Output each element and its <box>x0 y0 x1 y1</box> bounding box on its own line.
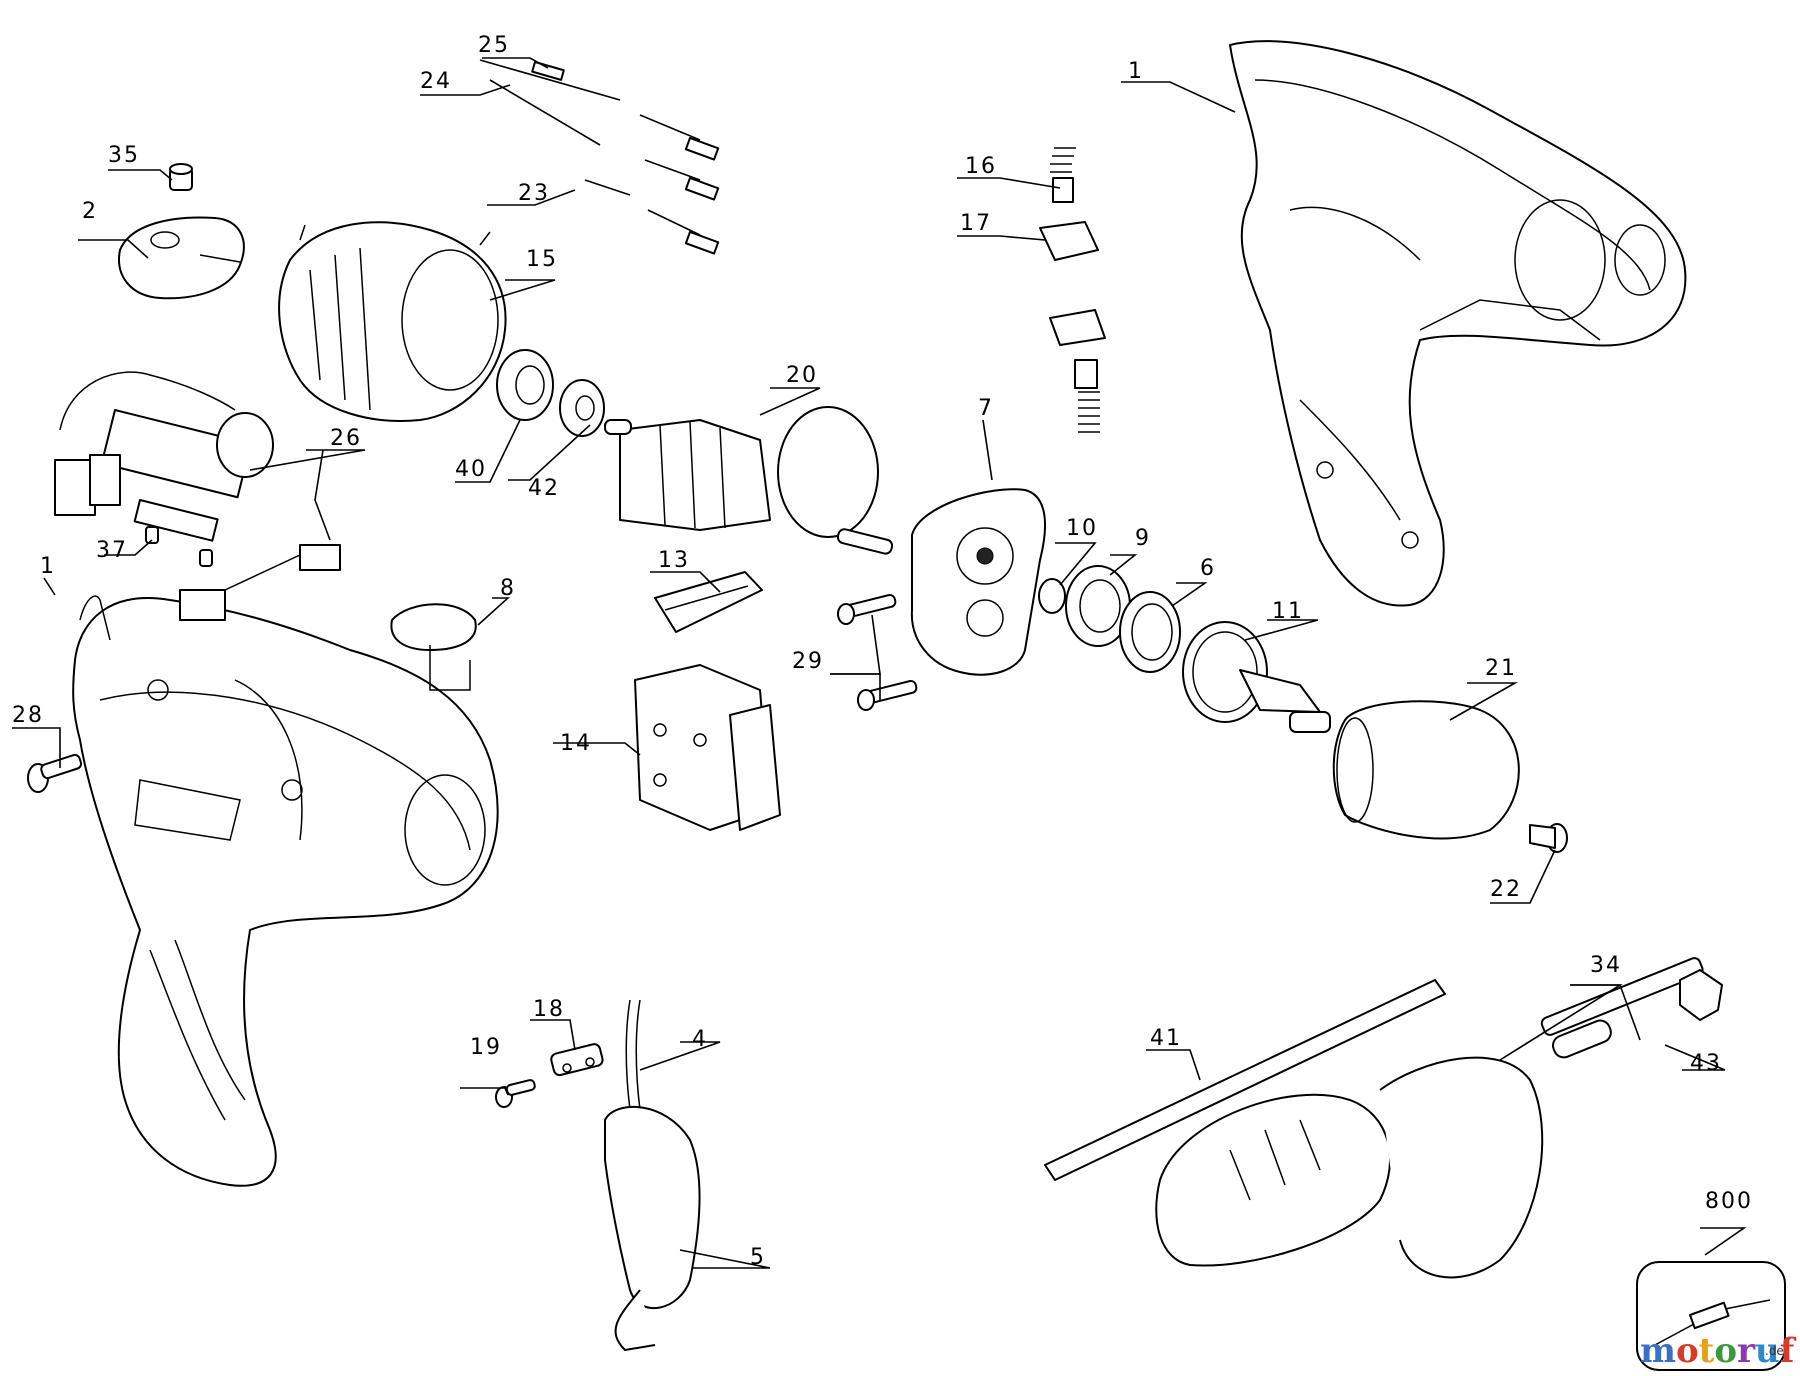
label-2: 2 <box>82 199 98 224</box>
label-13: 13 <box>658 548 690 573</box>
part-41-depth-rod <box>1044 979 1446 1181</box>
part-22-chuck-key <box>1529 823 1568 853</box>
label-1: 1 <box>40 554 56 579</box>
label-25: 25 <box>478 33 510 58</box>
part-37-screw <box>145 526 213 567</box>
part-26-electronics <box>54 371 341 621</box>
label-11: 11 <box>1272 599 1304 624</box>
leader-lines <box>12 57 1747 1269</box>
label-34: 34 <box>1590 953 1622 978</box>
label-26: 26 <box>330 426 362 451</box>
label-4: 4 <box>692 1027 708 1052</box>
part-4-power-cord <box>625 999 641 1111</box>
label-20: 20 <box>786 363 818 388</box>
label-1: 1 <box>1128 59 1144 84</box>
part-7-gear-plate <box>910 488 1046 676</box>
label-23: 23 <box>518 181 550 206</box>
part-29-screws <box>837 593 918 711</box>
label-21: 21 <box>1485 656 1517 681</box>
label-9: 9 <box>1135 526 1151 551</box>
part-15-stator <box>278 221 507 422</box>
part-35-knob <box>169 163 193 191</box>
label-5: 5 <box>750 1245 766 1270</box>
part-42-washer <box>559 379 605 437</box>
label-18: 18 <box>533 997 565 1022</box>
part-34-side-handle <box>1155 1056 1544 1279</box>
label-17: 17 <box>960 211 992 236</box>
label-37: 37 <box>96 538 128 563</box>
part-11-spindle-gear <box>1182 621 1331 733</box>
part-14-switch <box>634 664 781 831</box>
part-6-gasket <box>1119 591 1181 673</box>
label-41: 41 <box>1150 1026 1182 1051</box>
part-19-screw <box>495 1079 536 1108</box>
logo-text: motoruf <box>1640 1331 1797 1371</box>
part-10-ring <box>1038 578 1066 614</box>
label-16: 16 <box>965 154 997 179</box>
part-number-labels: 1 1 2 4 5 6 7 8 9 10 11 13 14 15 16 17 1… <box>12 33 1753 1270</box>
label-28: 28 <box>12 703 44 728</box>
part-43-bolt <box>1540 957 1723 1059</box>
part-21-chuck <box>1332 700 1520 840</box>
label-6: 6 <box>1200 556 1216 581</box>
part-40-bearing <box>496 349 554 421</box>
label-8: 8 <box>500 576 516 601</box>
label-29: 29 <box>792 649 824 674</box>
label-800: 800 <box>1705 1189 1753 1214</box>
label-10: 10 <box>1066 516 1098 541</box>
part-18-cord-clamp <box>550 1043 604 1077</box>
part-8-selector <box>390 603 477 691</box>
label-19: 19 <box>470 1035 502 1060</box>
motoruf-logo: motoruf .de <box>1640 1331 1797 1371</box>
part-13-trigger-lock <box>654 571 763 633</box>
part-17-brush-holder <box>1039 221 1106 433</box>
parts-23-25-wires <box>479 59 720 255</box>
label-35: 35 <box>108 143 140 168</box>
housing-half-left <box>72 595 499 1187</box>
label-42: 42 <box>528 476 560 501</box>
label-40: 40 <box>455 457 487 482</box>
part-800-kit <box>1636 1261 1786 1371</box>
label-7: 7 <box>978 396 994 421</box>
label-22: 22 <box>1490 877 1522 902</box>
part-28-screw <box>27 753 83 793</box>
part-20-armature <box>604 406 894 555</box>
label-15: 15 <box>526 247 558 272</box>
part-5-cord-protector <box>604 1106 701 1351</box>
label-43: 43 <box>1690 1051 1722 1076</box>
part-9-ring <box>1065 565 1131 647</box>
logo-suffix: .de <box>1765 1344 1784 1358</box>
part-16-brush <box>1050 147 1076 203</box>
label-24: 24 <box>420 69 452 94</box>
part-2-cap <box>118 216 245 300</box>
housing-half-right <box>1229 40 1687 607</box>
label-14: 14 <box>560 731 592 756</box>
